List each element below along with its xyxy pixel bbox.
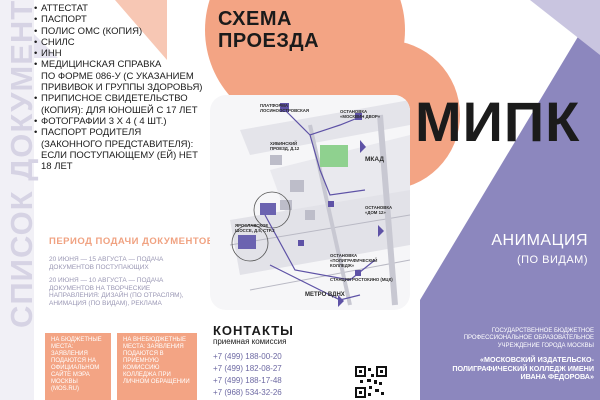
map-mkad-road <box>377 114 398 306</box>
map-building <box>290 180 304 192</box>
left-vertical-strip <box>0 0 34 400</box>
scheme-title: СХЕМА ПРОЕЗДА <box>218 8 319 52</box>
document-item: ПАСПОРТ <box>34 14 204 26</box>
phone-number[interactable]: +7 (499) 182-08-27 <box>213 364 282 373</box>
label-metro: МЕТРО ВДНХ <box>305 292 345 298</box>
budget-places-box: НА БЮДЖЕТНЫЕ МЕСТА: ЗАЯВЛЕНИЯ ПОДАЮТСЯ Н… <box>45 333 111 400</box>
qr-module <box>368 368 371 371</box>
qr-module <box>375 389 379 392</box>
qr-finder <box>355 387 366 398</box>
lavender-top-corner <box>530 0 600 55</box>
stop-marker <box>298 240 304 246</box>
map-building <box>280 200 292 210</box>
label-stop-moskvin: ОСТАНОВКА «МОСКВИН ДВОР» <box>340 109 381 119</box>
map-building <box>305 210 315 220</box>
station-marker <box>280 103 289 112</box>
direction-arrow <box>338 295 344 307</box>
document-item: АТТЕСТАТ <box>34 3 204 15</box>
organization-type: ГОСУДАРСТВЕННОЕ БЮДЖЕТНОЕ ПРОФЕССИОНАЛЬН… <box>463 328 594 349</box>
label-stop-dom12: ОСТАНОВКА «ДОМ 12» <box>365 205 393 215</box>
document-item: МЕДИЦИНСКАЯ СПРАВКА <box>34 59 204 71</box>
document-item: ИНН <box>34 48 204 60</box>
map-highlight-circle <box>231 224 269 262</box>
period-item-1: 20 ИЮНЯ — 15 АВГУСТА — ПОДАЧА ДОКУМЕНТОВ… <box>49 256 164 271</box>
qr-module <box>368 393 371 396</box>
label-platform: ПЛАТФОРМА ЛОСИНООСТРОВСКАЯ <box>260 103 309 113</box>
qr-finder-center <box>359 370 362 373</box>
program-subtitle: (ПО ВИДАМ) <box>516 254 588 266</box>
qr-module <box>374 380 377 384</box>
program-title: АНИМАЦИЯ <box>491 232 588 249</box>
contacts-subtitle: приемная комиссия <box>213 337 287 346</box>
map-block-mid <box>270 135 410 225</box>
label-yaroslavskoe: ЯРОСЛАВСКОЕ ШОССЕ, Д.5, СТР.2 <box>235 223 275 233</box>
qr-finder-center <box>359 391 362 394</box>
map-park <box>320 145 348 167</box>
direction-arrow <box>378 225 384 237</box>
scheme-title-line-2: ПРОЕЗДА <box>218 30 320 52</box>
period-item-2: 20 ИЮНЯ — 10 АВГУСТА — ПОДАЧА ДОКУМЕНТОВ… <box>49 277 184 307</box>
direction-arrow <box>360 140 366 153</box>
phone-number[interactable]: +7 (499) 188-00-20 <box>213 352 282 361</box>
paid-places-box: НА ВНЕБЮДЖЕТНЫЕ МЕСТА: ЗАЯВЛЕНИЯ ПОДАЮТС… <box>117 333 197 400</box>
document-item: ФОТОГРАФИИ 3 Х 4 ( 4 ШТ.) <box>34 116 204 128</box>
map-building <box>270 155 282 165</box>
label-station: СТАНЦИЯ РОСТОКИНО (МЦК) <box>330 277 393 282</box>
label-khibinsky: ХИБИНСКИЙ ПРОЕЗД, Д.12 <box>270 141 300 151</box>
qr-module <box>371 374 374 377</box>
documents-list: АТТЕСТАТ ПАСПОРТ ПОЛИС ОМС (КОПИЯ) СНИЛС… <box>34 3 204 172</box>
college-building-2 <box>238 235 256 249</box>
label-stop-poly: ОСТАНОВКА «ПОЛИГРАФИЧЕСКИЙ КОЛЛЕДЖ» <box>330 253 378 268</box>
scheme-title-line-1: СХЕМА <box>218 8 292 30</box>
map-road-top <box>240 100 410 155</box>
label-mkad: МКАД <box>365 156 384 163</box>
qr-module <box>360 380 363 383</box>
route-map: ПЛАТФОРМА ЛОСИНООСТРОВСКАЯ ОСТАНОВКА «МО… <box>210 95 410 310</box>
qr-code-icon[interactable] <box>355 366 387 398</box>
document-item: ПОЛИС ОМС (КОПИЯ) <box>34 26 204 38</box>
route-line-top <box>281 106 361 136</box>
document-item: ЕСЛИ ПОСТУПАЮЩЕМУ (ЕЙ) НЕТ 18 ЛЕТ <box>41 149 198 173</box>
period-title: ПЕРИОД ПОДАЧИ ДОКУМЕНТОВ <box>49 236 215 247</box>
contacts-title: КОНТАКТЫ <box>213 323 294 338</box>
stop-marker <box>355 113 362 120</box>
document-item: СНИЛС <box>34 37 204 49</box>
stop-marker <box>328 201 334 207</box>
route-line-bottom <box>264 214 376 281</box>
qr-module <box>381 392 384 395</box>
qr-finder-center <box>380 370 383 373</box>
map-railway <box>308 124 352 306</box>
document-item: ПАСПОРТ РОДИТЕЛЯ (ЗАКОННОГО ПРЕДСТАВИТЕЛ… <box>34 127 204 150</box>
phone-number[interactable]: +7 (968) 534-32-26 <box>213 388 282 397</box>
qr-module <box>367 379 371 382</box>
route-map-drawing <box>210 95 410 310</box>
brand-title: МИПК <box>415 90 581 153</box>
map-road-main <box>230 190 410 275</box>
phone-number[interactable]: +7 (499) 188-17-48 <box>213 376 282 385</box>
qr-finder <box>355 366 366 377</box>
organization-name: «МОСКОВСКИЙ ИЗДАТЕЛЬСКО-ПОЛИГРАФИЧЕСКИЙ … <box>452 355 594 382</box>
document-item: ПО ФОРМЕ 086-У (С УКАЗАНИЕМ ПРИВИВОК И Г… <box>41 70 203 94</box>
map-street-line <box>229 214 410 246</box>
budget-places-text: НА БЮДЖЕТНЫЕ МЕСТА: ЗАЯВЛЕНИЯ ПОДАЮТСЯ Н… <box>51 337 102 392</box>
qr-module <box>379 382 382 385</box>
stop-marker <box>355 270 361 276</box>
paid-places-text: НА ВНЕБЮДЖЕТНЫЕ МЕСТА: ЗАЯВЛЕНИЯ ПОДАЮТС… <box>123 337 190 385</box>
route-line-mid <box>309 134 366 196</box>
qr-module <box>369 386 372 389</box>
purple-panel-shape <box>420 0 600 400</box>
document-item: ПРИПИСНОЕ СВИДЕТЕЛЬСТВО (КОПИЯ): ДЛЯ ЮНО… <box>34 93 204 116</box>
map-street-line <box>249 259 410 291</box>
college-building-1 <box>260 203 276 215</box>
qr-finder <box>376 366 387 377</box>
